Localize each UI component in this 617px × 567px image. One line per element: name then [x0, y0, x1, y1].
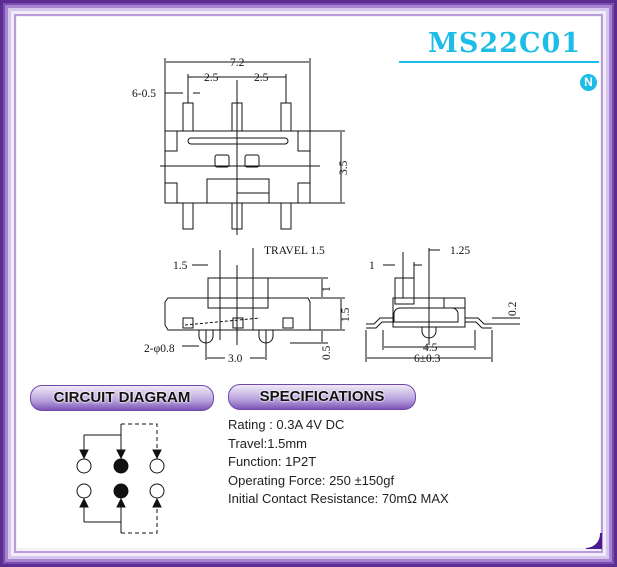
end-view [365, 248, 520, 362]
brand-logo-icon: N [580, 74, 597, 91]
model-title: MS22C01 [428, 28, 582, 59]
dim-outer-width: 6±0.3 [414, 353, 441, 365]
dim-actuator-thickness: 1 [369, 260, 375, 272]
side-view [164, 248, 345, 360]
dim-pitch-left: 2.5 [204, 72, 219, 84]
dim-travel: TRAVEL 1.5 [264, 245, 325, 257]
dim-actuator-width: 1.5 [173, 260, 188, 272]
dim-actuator-height: 1 [321, 286, 333, 292]
spec-operating-force: Operating Force: 250 ±150gf [228, 472, 395, 488]
spec-contact-resistance: Initial Contact Resistance: 70mΩ MAX [228, 491, 449, 506]
dim-height: 3.5 [338, 160, 350, 175]
dim-post-pitch: 3.0 [228, 353, 243, 365]
dim-flange-thickness: 0.2 [507, 301, 519, 316]
dim-post-height: 0.5 [321, 345, 333, 360]
circuit-diagram [76, 423, 165, 534]
spec-rating: Rating : 0.3A 4V DC [228, 417, 345, 432]
circuit-diagram-heading: CIRCUIT DIAGRAM [30, 385, 214, 411]
dim-pin-width: 6-0.5 [132, 88, 156, 100]
datasheet [17, 17, 600, 548]
dim-pitch-right: 2.5 [254, 72, 269, 84]
dim-inner-width: 4.5 [423, 342, 438, 354]
dim-post-diameter: 2-φ0.8 [144, 343, 175, 355]
dim-offset: 1.25 [450, 245, 470, 257]
title-underline [399, 61, 599, 63]
specifications-list: Rating : 0.3A 4V DC Travel:1.5mm Functio… [228, 416, 449, 509]
spec-function: Function: 1P2T [228, 454, 317, 469]
spec-travel: Travel:1.5mm [228, 435, 307, 451]
specifications-heading: SPECIFICATIONS [228, 384, 416, 410]
dim-body-height: 1.5 [340, 307, 352, 322]
dim-overall-width: 7.2 [230, 57, 245, 69]
top-view [160, 58, 345, 235]
